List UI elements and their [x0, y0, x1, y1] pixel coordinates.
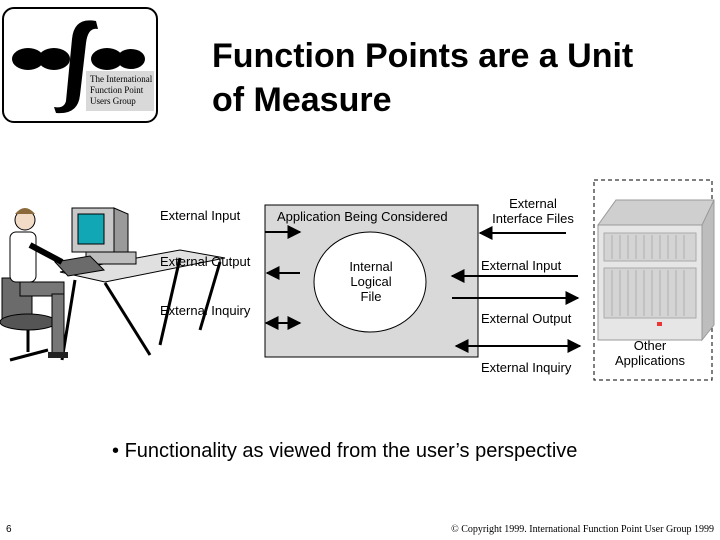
user-at-computer	[0, 207, 226, 362]
title-line-1: Function Points are a Unit	[212, 37, 634, 75]
bullet-point: • Functionality as viewed from the user’…	[112, 440, 577, 463]
label-app-external-input: External Input	[481, 258, 562, 273]
page-number: 6	[6, 524, 12, 535]
logo-text-line: Function Point	[90, 85, 144, 95]
logo-graphic	[12, 20, 154, 114]
label-user-external-output: External Output	[160, 254, 251, 269]
ilf-line: File	[360, 289, 382, 304]
other-apps-line: Other	[633, 338, 667, 353]
internal-logical-file-ellipse	[313, 231, 427, 333]
label-user-external-inquiry: External Inquiry	[160, 303, 251, 318]
label-external-interface-files: External Interface Files	[478, 196, 588, 226]
logo-text-line: Users Group	[90, 96, 136, 106]
ifpug-logo: The International Function Point Users G…	[2, 7, 158, 123]
bullet-symbol: •	[112, 440, 120, 462]
logo-text: The International Function Point Users G…	[90, 74, 152, 107]
ilf-line: Logical	[350, 274, 392, 289]
title-line-2: of Measure	[212, 81, 392, 119]
server-cabinet	[597, 199, 715, 342]
slide-title: Function Points are a Unit of Measure	[212, 34, 712, 122]
logo-text-line: The International	[90, 74, 153, 84]
eif-line: Interface Files	[492, 211, 574, 226]
label-app-external-output: External Output	[481, 311, 572, 326]
ilf-line: Internal	[349, 259, 393, 274]
copyright-notice: © Copyright 1999. International Function…	[451, 524, 714, 535]
label-app-external-inquiry: External Inquiry	[481, 360, 572, 375]
label-application-being-considered: Application Being Considered	[277, 209, 448, 224]
bullet-text: Functionality as viewed from the user’s …	[124, 440, 578, 462]
label-other-applications: Other Applications	[600, 338, 700, 368]
other-apps-line: Applications	[614, 353, 686, 368]
label-user-external-input: External Input	[160, 208, 241, 223]
eif-line: External	[509, 196, 557, 211]
label-internal-logical-file: Internal Logical File	[330, 259, 412, 304]
